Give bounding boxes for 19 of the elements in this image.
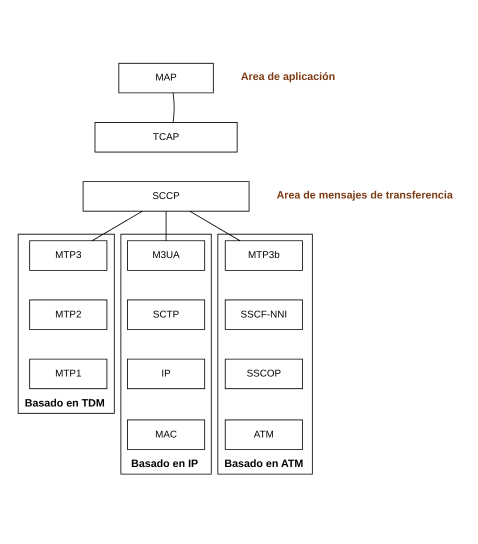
node-box: MAP [118, 62, 214, 94]
label: Area de aplicación [240, 71, 336, 84]
node-box: TCAP [94, 122, 238, 152]
node-box: ATM [224, 420, 303, 450]
node-box: M3UA [127, 240, 206, 271]
node-box: MTP3 [29, 240, 108, 271]
connector [172, 92, 174, 123]
node-box: MTP2 [29, 300, 108, 330]
node-box: MAC [127, 420, 206, 450]
connector [190, 210, 240, 242]
node-box: MTP3b [224, 240, 303, 271]
label: Area de mensajes de transferencia [276, 189, 453, 202]
node-box: IP [127, 358, 206, 390]
node-box: SSCOP [224, 358, 303, 390]
node-box: MTP1 [29, 358, 108, 390]
connector [92, 210, 143, 242]
node-box: SSCF-NNI [224, 300, 303, 330]
node-box: SCTP [127, 300, 206, 330]
node-box: SCCP [82, 181, 250, 212]
